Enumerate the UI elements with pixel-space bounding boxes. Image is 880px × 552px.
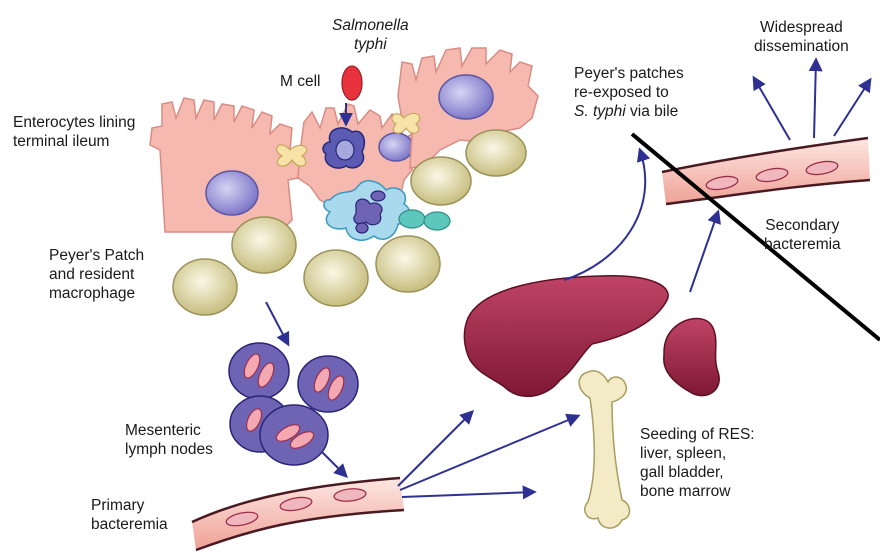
arrow-to-bone [400, 416, 578, 490]
species-name: S. typhi [574, 103, 626, 120]
mesenteric-lymph-nodes-label: Mesenteric lymph nodes [125, 421, 213, 459]
widespread-dissemination-label: Widespread dissemination [754, 18, 849, 56]
teal-cell [424, 212, 450, 230]
m-cell-label: M cell [280, 72, 320, 91]
arrow-to-bone-marrow [402, 492, 534, 497]
tight-junction-right [392, 113, 420, 133]
teal-cell [399, 210, 425, 228]
seeding-res-label: Seeding of RES: liver, spleen, gall blad… [640, 425, 755, 501]
bone [579, 371, 629, 528]
liver [464, 276, 668, 397]
salmonella-bacterium [342, 66, 362, 100]
arrow-dissemination-left [754, 78, 790, 140]
salmonella-typhi-label: Salmonella typhi [332, 16, 409, 54]
primary-bacteremia-vessel [192, 478, 404, 550]
arrow-bile-to-peyers-patches [564, 150, 645, 280]
spleen [664, 318, 719, 395]
peyers-reexposed-label: Peyer's patches re-exposed to S. typhi v… [574, 64, 684, 121]
arrow-lymph-nodes-to-primary-bacteremia [322, 452, 346, 476]
arrow-patch-to-lymph-nodes [266, 302, 288, 344]
secondary-bacteremia-label: Secondary bacteremia [764, 216, 841, 254]
via-bile-text: via bile [626, 103, 679, 120]
arrow-to-secondary-bacteremia [690, 212, 718, 292]
mesenteric-lymph-nodes [229, 343, 358, 465]
arrow-dissemination-center [814, 60, 816, 138]
peyers-patch-label: Peyer's Patch and resident macrophage [49, 246, 144, 303]
arrow-dissemination-right [834, 80, 870, 136]
enterocyte-left [150, 98, 300, 232]
enterocytes-label: Enterocytes lining terminal ileum [13, 113, 135, 151]
primary-bacteremia-label: Primary bacteremia [91, 496, 168, 534]
secondary-bacteremia-vessel [662, 138, 870, 204]
